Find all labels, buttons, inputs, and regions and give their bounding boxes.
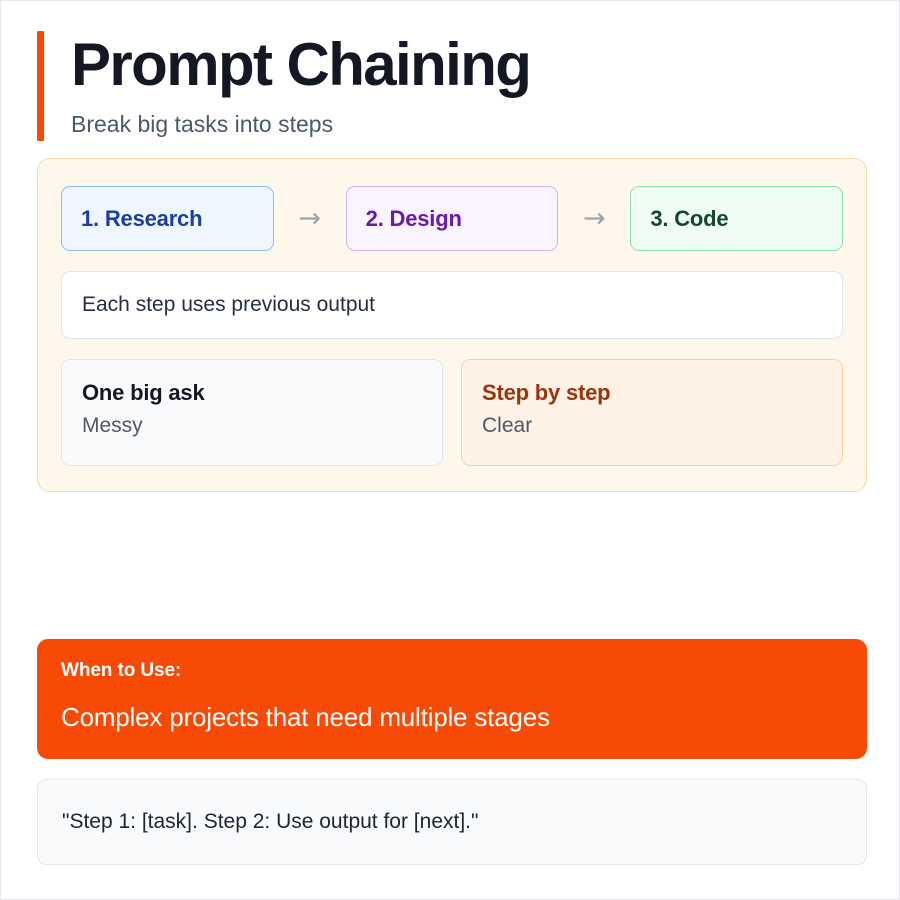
- compare-card-title: Step by step: [482, 380, 611, 405]
- compare-card-one-big-ask: One big ask Messy: [61, 359, 443, 466]
- compare-card-title: One big ask: [82, 380, 205, 405]
- example-prompt-box: "Step 1: [task]. Step 2: Use output for …: [37, 779, 867, 865]
- header: Prompt Chaining Break big tasks into ste…: [37, 31, 867, 141]
- when-to-use-label: When to Use:: [61, 660, 182, 681]
- header-text: Prompt Chaining Break big tasks into ste…: [44, 31, 532, 141]
- step-box-research[interactable]: 1. Research: [61, 186, 274, 251]
- arrow-right-icon-2: →: [583, 203, 606, 234]
- flow-note-text: Each step uses previous output: [82, 293, 376, 316]
- accent-bar: [37, 31, 44, 141]
- page-title: Prompt Chaining: [71, 31, 532, 98]
- when-to-use-text: Complex projects that need multiple stag…: [61, 701, 550, 732]
- page-subtitle: Break big tasks into steps: [71, 111, 334, 137]
- step-box-code[interactable]: 3. Code: [630, 186, 844, 251]
- compare-card-subtitle: Messy: [82, 414, 143, 438]
- flow-note: Each step uses previous output: [61, 271, 843, 339]
- compare-row: One big ask Messy Step by step Clear: [61, 359, 843, 466]
- when-to-use-banner: When to Use: Complex projects that need …: [37, 639, 867, 759]
- step-box-design[interactable]: 2. Design: [345, 186, 559, 251]
- flow-panel: 1. Research → 2. Design → 3. Code Each s…: [37, 158, 867, 492]
- compare-card-step-by-step: Step by step Clear: [461, 359, 843, 466]
- compare-card-subtitle: Clear: [482, 414, 533, 438]
- example-prompt-text: "Step 1: [task]. Step 2: Use output for …: [62, 810, 479, 833]
- arrow-right-icon-1: →: [298, 203, 321, 234]
- steps-row: 1. Research → 2. Design → 3. Code: [61, 186, 844, 251]
- step-label: 2. Design: [365, 205, 462, 231]
- step-label: 3. Code: [650, 205, 729, 231]
- step-label: 1. Research: [81, 205, 203, 231]
